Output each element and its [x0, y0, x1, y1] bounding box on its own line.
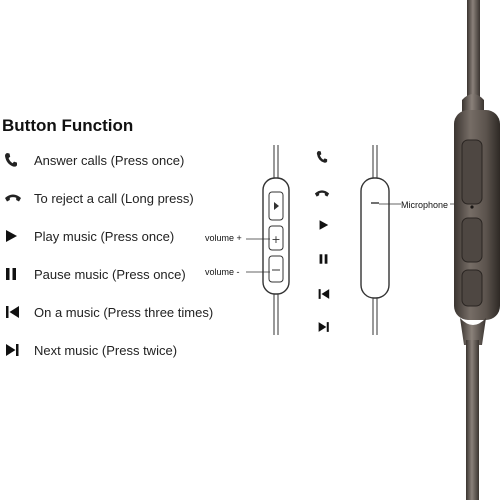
next-track-icon [317, 320, 330, 338]
next-track-icon [4, 341, 24, 359]
function-label: To reject a call (Long press) [34, 190, 194, 206]
function-item-pause: Pause music (Press once) [4, 264, 186, 284]
function-label: Pause music (Press once) [34, 266, 186, 282]
phone-answer-icon [316, 150, 328, 169]
earphone-cable-remote [454, 0, 500, 500]
function-label: Play music (Press once) [34, 228, 175, 244]
svg-text:+: + [271, 233, 280, 246]
function-item-previous: On a music (Press three times) [4, 302, 213, 322]
volume-down-leader-line [246, 271, 270, 273]
microphone-leader-line [379, 203, 401, 205]
function-label: Answer calls (Press once) [34, 152, 185, 168]
phone-reject-icon [314, 186, 330, 204]
play-icon [4, 227, 24, 245]
phone-answer-icon [4, 151, 24, 169]
three-button-remote-diagram: + [262, 145, 290, 335]
single-button-remote-diagram [360, 145, 390, 335]
function-label: On a music (Press three times) [34, 304, 214, 320]
phone-reject-icon [4, 189, 24, 207]
function-item-reject: To reject a call (Long press) [4, 188, 194, 208]
function-item-answer: Answer calls (Press once) [4, 150, 184, 170]
pause-icon [4, 265, 24, 283]
volume-up-leader-line [246, 238, 270, 240]
function-item-next: Next music (Press twice) [4, 340, 177, 360]
function-label: Next music (Press twice) [34, 342, 178, 358]
section-title: Button Function [2, 116, 134, 135]
previous-track-icon [317, 287, 330, 305]
play-icon [318, 218, 329, 236]
function-item-play: Play music (Press once) [4, 226, 174, 246]
volume-up-label: volume + [205, 233, 242, 243]
pause-icon [318, 252, 329, 270]
volume-down-label: volume - [205, 267, 240, 277]
previous-track-icon [4, 303, 24, 321]
microphone-label: Microphone [401, 200, 449, 210]
